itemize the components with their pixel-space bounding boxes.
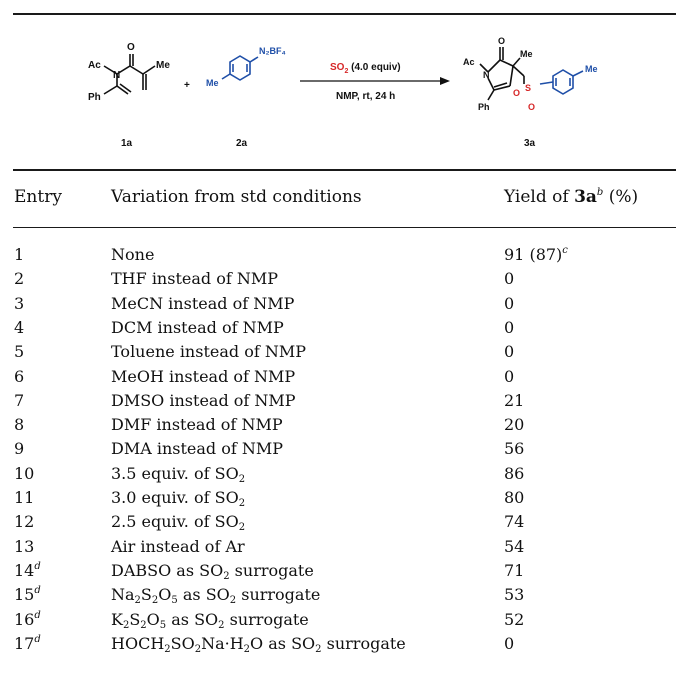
atom-me-1a: Me [156,60,170,71]
table-row-variation: K2S2O5 as SO2 surrogate [111,609,309,631]
scheme-bottom-rule [13,169,676,171]
atom-n2bf4-2a: N₂BF₄ [259,46,286,56]
table-row-variation: HOCH2SO2Na·H2O as SO2 surrogate [111,633,406,655]
label-3a: 3a [524,138,536,149]
table-row-entry: 6 [14,366,25,386]
atom-ph-1a: Ph [88,92,101,103]
table-row-yield: 53 [504,585,525,605]
atom-me-3a-aryl: Me [585,64,598,74]
table-top-rule [13,13,676,15]
table-row-variation: 3.0 equiv. of SO2 [111,488,246,509]
table-row-variation: MeCN instead of NMP [111,293,295,313]
atom-me-2a: Me [206,78,219,88]
table-row-variation: Na2S2O5 as SO2 surrogate [111,585,321,607]
table-row-yield: 80 [504,488,525,507]
table-row-yield: 56 [504,439,525,459]
reaction-scheme: Ac N O Me Ph 1a + N₂BF₄ Me 2a SO2 (4.0 e… [88,36,598,149]
table-row-entry: 11 [14,488,35,507]
table-row-variation: Toluene instead of NMP [111,342,306,362]
table-row-entry: 16d [14,609,41,629]
table-row-variation: None [111,245,155,264]
table-row-entry: 12 [14,512,35,532]
table-row-variation: Air instead of Ar [111,536,245,556]
reactant-1a-structure [103,54,156,95]
table-row-yield: 21 [504,390,525,410]
table-row-variation: THF instead of NMP [111,269,278,289]
atom-ac-3a: Ac [463,57,475,67]
table-row-entry: 17d [14,633,41,653]
table-row-entry: 2 [14,269,25,289]
table-row-variation: DABSO as SO2 surrogate [111,560,314,582]
atom-n-3a: N [483,70,490,80]
atom-me-3a: Me [520,49,533,59]
header-bottom-rule [13,227,676,228]
table-row-yield: 91 (87)c [504,245,568,264]
table-row-entry: 5 [14,342,25,362]
table-row-entry: 9 [14,439,25,459]
table-row-yield: 0 [504,366,515,386]
table-row-yield: 0 [504,317,515,337]
table-row-entry: 7 [14,390,25,410]
table-row-entry: 1 [14,245,25,264]
table-row-yield: 71 [504,560,525,580]
atom-ph-3a: Ph [478,102,490,112]
table-row-yield: 20 [504,415,525,435]
table-row-yield: 54 [504,536,525,556]
table-row-entry: 14d [14,560,41,580]
header-entry: Entry [14,187,62,207]
table-row-yield: 74 [504,512,525,532]
table-row-yield: 0 [504,633,515,653]
atom-n-1a: N [113,70,120,81]
product-3a-structure [479,47,525,101]
table-row-entry: 13 [14,536,35,556]
table-row-entry: 10 [14,463,35,483]
atom-o-3a: O [498,36,505,46]
plus-sign: + [184,80,190,91]
table-row-yield: 86 [504,463,525,483]
atom-o-sulfonyl-1: O [513,88,520,98]
table-row-variation: 3.5 equiv. of SO2 [111,463,246,485]
table-row-entry: 8 [14,415,25,435]
conditions-label: NMP, rt, 24 h [336,91,395,102]
label-1a: 1a [121,138,133,149]
table-row-entry: 4 [14,317,25,337]
label-2a: 2a [236,138,248,149]
reactant-2a-structure [221,55,259,81]
table-row-variation: MeOH instead of NMP [111,366,296,386]
table-row-variation: DCM instead of NMP [111,317,284,337]
table-row-yield: 0 [504,342,515,362]
atom-s-sulfonyl: S [525,83,531,93]
header-yield: Yield of 3ab (%) [504,187,639,207]
table-row-variation: DMSO instead of NMP [111,390,296,410]
table-row-entry: 15d [14,585,41,605]
table-row-variation: 2.5 equiv. of SO2 [111,512,246,534]
atom-o-sulfonyl-2: O [528,102,535,112]
table-row-yield: 0 [504,269,515,289]
table-row-variation: DMA instead of NMP [111,439,284,459]
table-row-yield: 0 [504,293,515,313]
reaction-arrowhead [440,77,450,85]
atom-o-1a: O [127,42,135,53]
atom-ac-1a: Ac [88,60,101,71]
product-3a-aryl [539,69,584,95]
header-variation: Variation from std conditions [111,187,362,207]
table-row-yield: 52 [504,609,525,629]
reagent-label: SO2 (4.0 equiv) [330,62,401,75]
table-row-entry: 3 [14,293,25,313]
table-row-variation: DMF instead of NMP [111,415,283,435]
